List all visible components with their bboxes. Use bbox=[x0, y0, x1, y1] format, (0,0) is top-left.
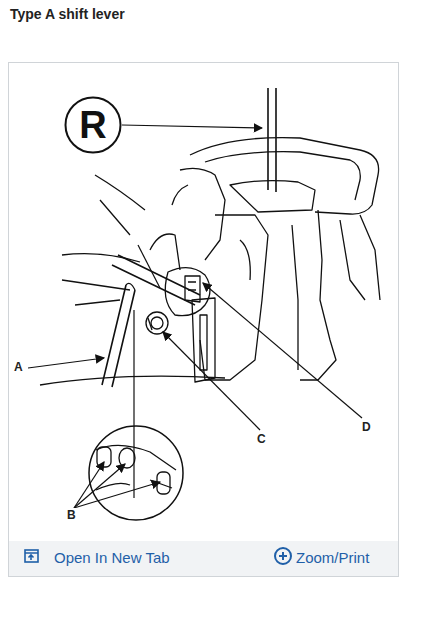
zoom-icon bbox=[275, 548, 291, 564]
view-callout-circle: R bbox=[64, 96, 122, 154]
view-letter: R bbox=[64, 96, 122, 154]
toolbar-link: Open In New Tab bbox=[54, 549, 170, 566]
open-tab-icon bbox=[25, 550, 38, 562]
toolbar-link: Zoom/Print bbox=[296, 549, 369, 566]
toolbar-bar bbox=[9, 541, 398, 576]
part-letter: C bbox=[257, 432, 266, 446]
part-letter: A bbox=[14, 360, 23, 374]
part-letter: B bbox=[67, 508, 76, 522]
leader-lines bbox=[28, 125, 362, 508]
shift-lever-assembly bbox=[40, 88, 380, 520]
figure-title: Type A shift lever bbox=[10, 6, 125, 22]
part-letter: D bbox=[362, 420, 371, 434]
figure-frame bbox=[9, 63, 399, 577]
